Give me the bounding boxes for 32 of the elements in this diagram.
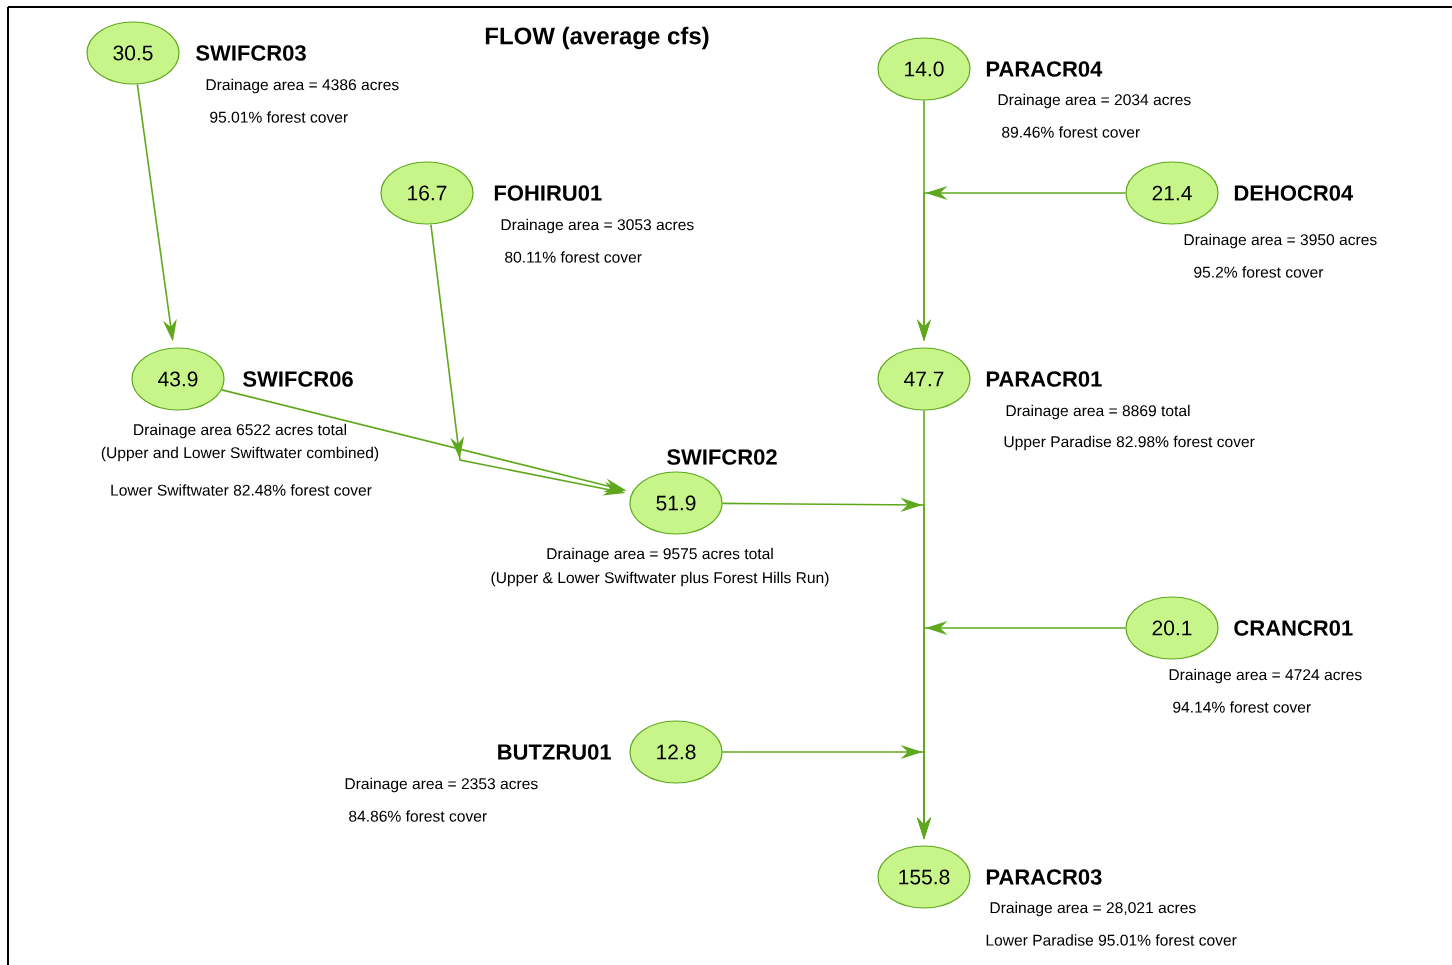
drainage-note: Drainage area = 4386 acres (206, 78, 399, 94)
drainage-note: Drainage area = 9575 acres total (547, 547, 773, 563)
station-code: CRANCR01 (1234, 620, 1353, 636)
station-code: BUTZRU01 (498, 744, 611, 760)
station-code: SWIFCR03 (196, 45, 306, 61)
drainage-note: Drainage area 6522 acres total (134, 423, 346, 439)
station-code: FOHIRU01 (494, 185, 602, 201)
drainage-note: Lower Swiftwater 82.48% forest cover (111, 484, 372, 496)
drainage-note: (Upper and Lower Swiftwater combined) (101, 446, 379, 462)
drainage-note: Drainage area = 28,021 acres (990, 901, 1196, 917)
drainage-note: Lower Paradise 95.01% forest cover (986, 934, 1237, 946)
drainage-note: Drainage area = 8869 total (1006, 404, 1190, 420)
station-code: DEHOCR04 (1234, 185, 1354, 201)
station-code: PARACR01 (986, 371, 1102, 387)
drainage-note: 94.14% forest cover (1173, 701, 1311, 713)
drainage-note: Drainage area = 4724 acres (1169, 668, 1362, 684)
drainage-note: 95.2% forest cover (1194, 266, 1324, 278)
station-code: PARACR03 (986, 869, 1102, 885)
drainage-note: Drainage area = 3950 acres (1184, 233, 1377, 249)
title: FLOW (average cfs) (485, 26, 709, 50)
drainage-note: 84.86% forest cover (349, 810, 487, 822)
station-code: SWIFCR02 (667, 449, 777, 465)
drainage-note: 80.11% forest cover (505, 251, 642, 263)
drainage-note: Drainage area = 2034 acres (998, 93, 1191, 109)
drainage-note: 89.46% forest cover (1002, 126, 1140, 138)
station-code: PARACR04 (986, 61, 1103, 77)
drainage-note: Upper Paradise 82.98% forest cover (1004, 435, 1255, 451)
drainage-note: (Upper & Lower Swiftwater plus Forest Hills Run) (491, 571, 829, 587)
drainage-note: 95.01% forest cover (210, 111, 348, 123)
drainage-note: Drainage area = 3053 acres (501, 218, 694, 234)
station-code: SWIFCR06 (243, 371, 353, 387)
drainage-note: Drainage area = 2353 acres (345, 777, 538, 793)
